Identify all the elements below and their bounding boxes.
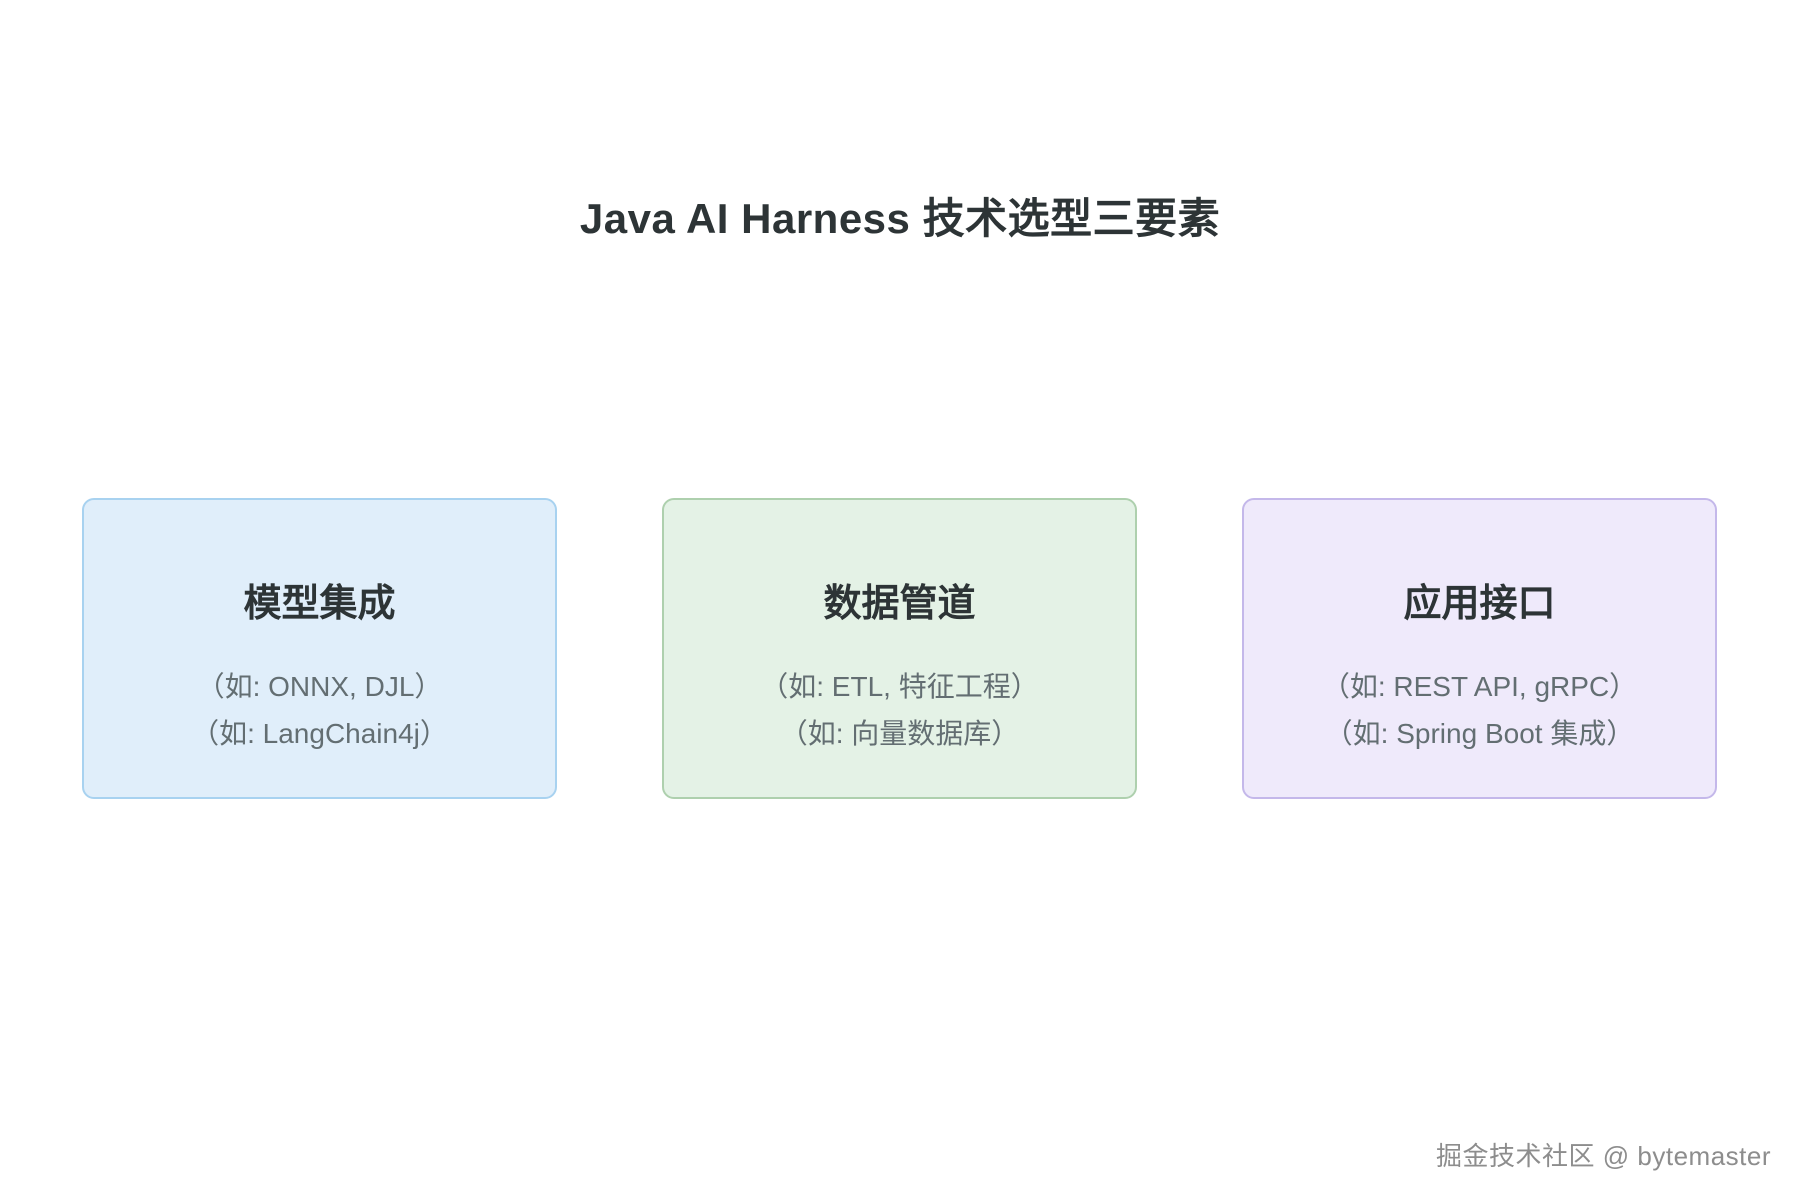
watermark: 掘金技术社区 @ bytemaster [1436,1141,1771,1171]
card-model-integration: 模型集成 （如: ONNX, DJL） （如: LangChain4j） [82,498,557,799]
card-example-line: （如: REST API, gRPC） [1321,671,1638,703]
card-example-line: （如: LangChain4j） [191,718,448,750]
card-heading-model-integration: 模型集成 [243,582,396,625]
card-data-pipeline: 数据管道 （如: ETL, 特征工程） （如: 向量数据库） [662,498,1137,799]
card-example-line: （如: 向量数据库） [779,718,1020,750]
diagram-title: Java AI Harness 技术选型三要素 [579,195,1221,242]
card-example-line: （如: Spring Boot 集成） [1324,718,1635,750]
card-heading-data-pipeline: 数据管道 [823,582,976,625]
card-heading-application-interface: 应用接口 [1403,582,1556,625]
card-example-line: （如: ONNX, DJL） [196,671,443,703]
cards-row: 模型集成 （如: ONNX, DJL） （如: LangChain4j） 数据管… [82,498,1717,799]
card-example-line: （如: ETL, 特征工程） [760,671,1039,703]
card-application-interface: 应用接口 （如: REST API, gRPC） （如: Spring Boot… [1242,498,1717,799]
